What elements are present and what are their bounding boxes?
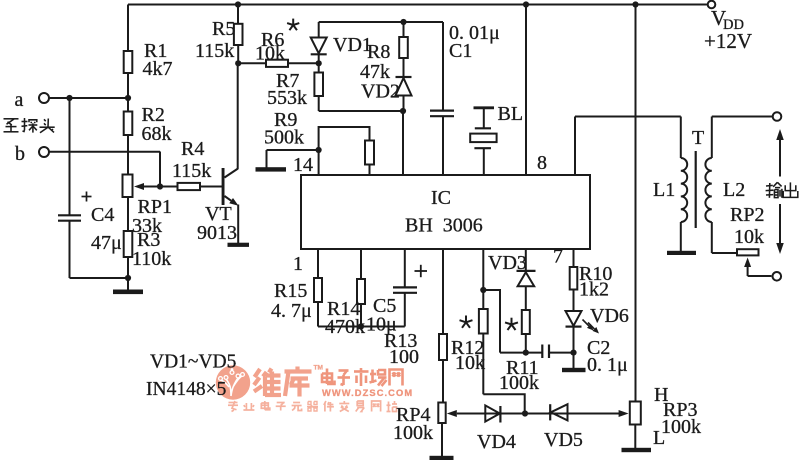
svg-text:10k: 10k (255, 43, 285, 65)
svg-text:115k: 115k (195, 40, 234, 62)
svg-text:47k: 47k (360, 61, 390, 83)
svg-text:100k: 100k (499, 372, 539, 394)
svg-text:68k: 68k (142, 123, 172, 145)
svg-text:RP4: RP4 (396, 404, 430, 426)
svg-text:R14: R14 (327, 298, 360, 320)
svg-text:100k: 100k (393, 422, 433, 444)
svg-text:L: L (653, 427, 665, 449)
svg-text:R4: R4 (181, 138, 204, 160)
svg-text:L1: L1 (653, 179, 675, 201)
svg-text:C5: C5 (373, 295, 396, 317)
svg-text:T: T (692, 127, 704, 149)
svg-text:VD4: VD4 (477, 431, 516, 453)
svg-text:R12: R12 (451, 337, 484, 359)
svg-text:TM: TM (314, 365, 323, 372)
svg-text:R3: R3 (137, 229, 160, 251)
svg-text:R11: R11 (506, 357, 539, 379)
svg-text:DD: DD (723, 17, 744, 33)
svg-text:R13: R13 (384, 330, 417, 352)
svg-text:R15: R15 (274, 280, 307, 302)
svg-text:H: H (654, 384, 668, 406)
svg-text:C1: C1 (449, 40, 472, 62)
svg-text:IC: IC (431, 187, 451, 209)
svg-text:8: 8 (537, 152, 547, 174)
svg-text:VT: VT (205, 203, 232, 225)
svg-text:1k2: 1k2 (579, 279, 609, 301)
svg-text:0. 01μ: 0. 01μ (449, 22, 500, 44)
svg-text:L2: L2 (723, 179, 745, 201)
svg-text:VD3: VD3 (488, 252, 527, 274)
svg-text:R10: R10 (579, 263, 612, 285)
svg-text:4k7: 4k7 (143, 58, 173, 80)
svg-text:R2: R2 (142, 104, 165, 126)
svg-text:VD6: VD6 (590, 305, 629, 327)
svg-text:a: a (15, 89, 24, 111)
svg-text:R9: R9 (274, 109, 297, 131)
svg-text:553k: 553k (267, 87, 307, 109)
svg-text:WWW.DZSC.COM: WWW.DZSC.COM (322, 388, 413, 398)
svg-text:b: b (15, 143, 25, 165)
svg-text:C4: C4 (91, 204, 114, 226)
svg-text:VD1~VD5: VD1~VD5 (150, 352, 236, 373)
svg-text:BL: BL (498, 103, 524, 125)
svg-text:1: 1 (293, 253, 303, 275)
svg-text:10μ: 10μ (366, 314, 397, 336)
svg-text:9013: 9013 (197, 222, 237, 244)
svg-text:500k: 500k (264, 127, 304, 149)
svg-text:7: 7 (553, 246, 563, 268)
svg-text:+12V: +12V (704, 29, 752, 53)
svg-text:115k: 115k (172, 160, 211, 182)
svg-text:0. 1μ: 0. 1μ (587, 354, 628, 376)
svg-text:4. 7μ: 4. 7μ (271, 300, 312, 322)
svg-text:R7: R7 (276, 70, 299, 92)
svg-text:RP1: RP1 (138, 196, 172, 218)
svg-text:VD1: VD1 (333, 34, 372, 56)
svg-text:100k: 100k (661, 416, 701, 438)
svg-text:V: V (711, 6, 726, 30)
svg-text:100: 100 (389, 346, 419, 368)
svg-text:10k: 10k (455, 352, 485, 374)
svg-text:C2: C2 (587, 337, 610, 359)
svg-text:R1: R1 (144, 40, 167, 62)
svg-text:VD5: VD5 (544, 429, 583, 451)
svg-text:14: 14 (293, 154, 313, 176)
svg-text:47μ: 47μ (91, 232, 122, 254)
svg-text:RP2: RP2 (730, 204, 764, 226)
svg-text:R5: R5 (212, 18, 235, 40)
svg-text:BH 3006: BH 3006 (405, 215, 483, 237)
svg-text:33k: 33k (132, 215, 162, 237)
svg-text:10k: 10k (734, 226, 764, 248)
svg-text:R8: R8 (367, 41, 390, 63)
svg-text:470k: 470k (325, 316, 365, 338)
svg-text:IN4148×5: IN4148×5 (146, 379, 226, 400)
svg-text:RP3: RP3 (663, 399, 697, 421)
svg-text:VD2: VD2 (361, 81, 400, 103)
svg-text:R6: R6 (261, 29, 284, 51)
svg-text:110k: 110k (132, 248, 171, 270)
